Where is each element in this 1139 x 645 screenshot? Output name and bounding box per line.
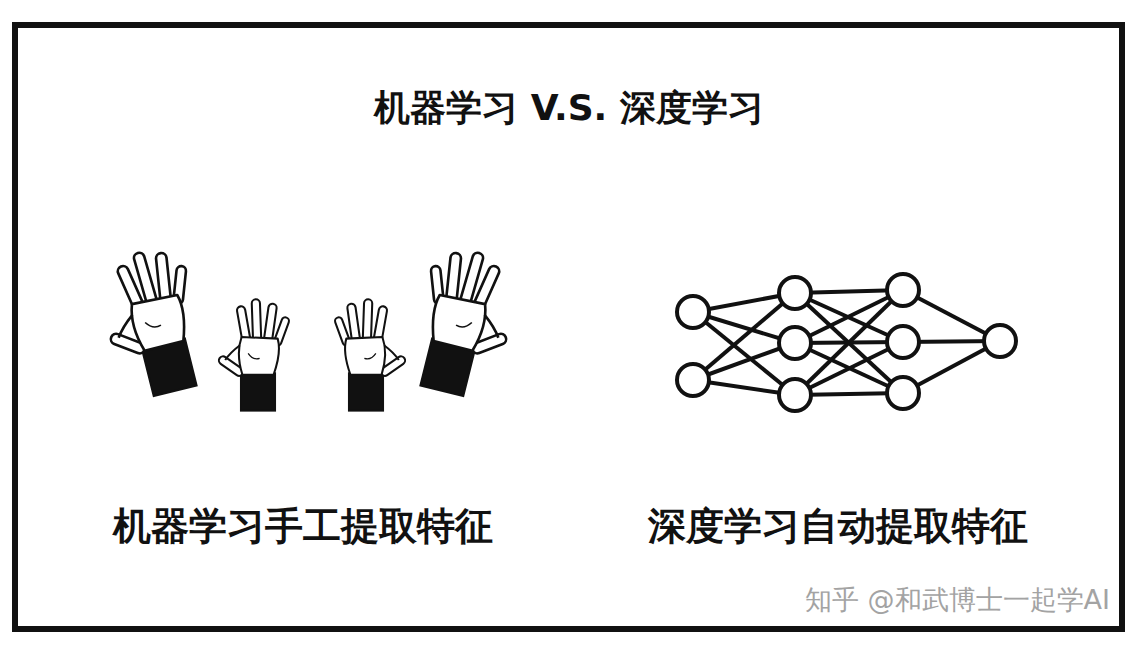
hands-illustration bbox=[90, 242, 527, 411]
network-neuron bbox=[779, 379, 811, 411]
caption-label: 机器学习手工提取特征 bbox=[113, 504, 493, 550]
frame bbox=[15, 25, 1122, 629]
neural-network bbox=[677, 274, 1016, 411]
network-neuron bbox=[779, 327, 811, 359]
network-neuron bbox=[887, 326, 919, 358]
network-neuron bbox=[887, 274, 919, 306]
diagram-title: 机器学习 V.S. 深度学习 bbox=[374, 86, 764, 129]
network-neuron bbox=[677, 296, 709, 328]
network-neuron bbox=[984, 325, 1016, 357]
caption-label: 深度学习自动提取特征 bbox=[648, 504, 1028, 550]
network-neuron bbox=[779, 277, 811, 309]
network-neuron bbox=[887, 377, 919, 409]
network-neuron bbox=[677, 364, 709, 396]
watermark: 知乎 @和武博士一起学AI bbox=[805, 584, 1110, 616]
